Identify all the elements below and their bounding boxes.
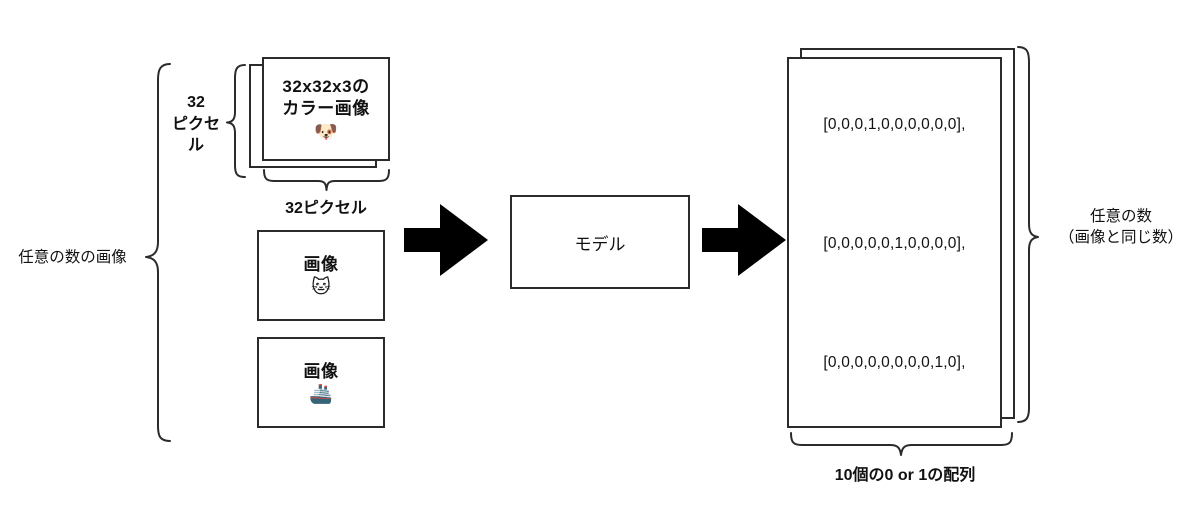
image-card-1-line1: 32x32x3の [282,77,370,97]
left-bracket-label: 任意の数の画像 [18,249,127,266]
output-vector-row: [0,0,0,0,0,0,0,0,1,0], [823,354,966,371]
card-width-label: 32ピクセル [285,200,367,217]
model-box[interactable]: モデル [510,195,690,289]
output-bottom-label: 10個の0 or 1の配列 [834,467,976,484]
output-width-brace [788,431,1018,461]
model-label: モデル [574,234,626,254]
dog-face-emoji: 🐶 [314,121,338,143]
image-card-1-line2: カラー画像 [282,99,370,118]
image-card-1[interactable]: 32x32x3の カラー画像 🐶 [262,57,390,161]
image-card-3[interactable]: 画像 🚢 [257,337,385,428]
card-height-label: 32 ピクセル [171,94,220,155]
card-width-brace [261,168,391,196]
card-height-brace [225,62,251,180]
image-card-3-line1: 画像 [303,361,339,381]
left-images-brace [140,60,180,445]
output-panel[interactable]: [0,0,0,1,0,0,0,0,0,0], [0,0,0,0,0,1,0,0,… [787,57,1002,428]
arrow-right-out-of-model [702,200,788,280]
image-card-2[interactable]: 画像 🐱 [257,230,385,321]
right-count-brace [1016,44,1046,426]
right-bracket-label: 任意の数 （画像と同じ数） [1058,208,1183,246]
cat-face-emoji: 🐱 [311,277,331,299]
arrow-right-into-model [404,200,490,280]
ship-emoji: 🚢 [309,384,333,406]
output-vector-row: [0,0,0,1,0,0,0,0,0,0], [823,116,966,133]
output-vector-row: [0,0,0,0,0,1,0,0,0,0], [823,235,966,252]
image-card-2-line1: 画像 [303,254,339,274]
